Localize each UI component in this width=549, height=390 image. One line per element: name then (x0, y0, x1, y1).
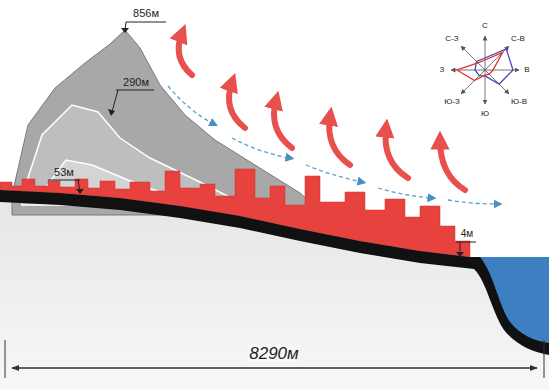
leader-head (108, 109, 115, 116)
warm-air-arrow (329, 116, 350, 165)
leader-line (112, 90, 154, 112)
dimension-label: 8290м (247, 345, 300, 362)
warm-air-arrow (229, 82, 245, 128)
rose-winter (457, 52, 503, 80)
leader-head (76, 189, 84, 194)
rose-direction: Ю-З (442, 98, 462, 106)
rose-summer (475, 49, 513, 84)
dimension (5, 340, 544, 378)
leader-line (456, 242, 476, 256)
warm-air-arrow (385, 128, 408, 178)
leader-line (48, 180, 80, 192)
rose-direction: С-З (443, 35, 460, 43)
rose-axes (451, 36, 519, 104)
warm-air-arrow (440, 140, 465, 190)
warm-air-arrow (274, 100, 292, 148)
wind-arrow (378, 188, 432, 198)
rose-direction: С-В (509, 35, 527, 43)
leader-heads (76, 28, 464, 257)
rose-direction: Ю (479, 110, 491, 118)
leader-line (126, 22, 166, 23)
leader-head (121, 28, 129, 33)
wind-arrow (168, 86, 214, 124)
wind-arrows (168, 86, 498, 204)
warm-air-arrows (179, 33, 465, 190)
height-label: 856м (131, 8, 161, 19)
height-leaders (48, 22, 476, 256)
wind-arrow (306, 165, 362, 182)
height-label: 290м (121, 77, 151, 88)
leader-head (456, 252, 464, 257)
wind-rose (451, 36, 519, 104)
city (0, 169, 470, 257)
height-label: 4м (459, 229, 475, 239)
rose-direction: Ю-В (509, 98, 529, 106)
wind-arrow (448, 200, 498, 204)
rose-direction: В (522, 66, 531, 74)
wind-arrow (232, 138, 290, 158)
ground-layer (0, 190, 549, 355)
rose-direction: З (438, 66, 447, 74)
warm-air-arrow (179, 33, 192, 75)
height-label: 53м (52, 167, 76, 178)
rose-direction: С (480, 22, 490, 30)
